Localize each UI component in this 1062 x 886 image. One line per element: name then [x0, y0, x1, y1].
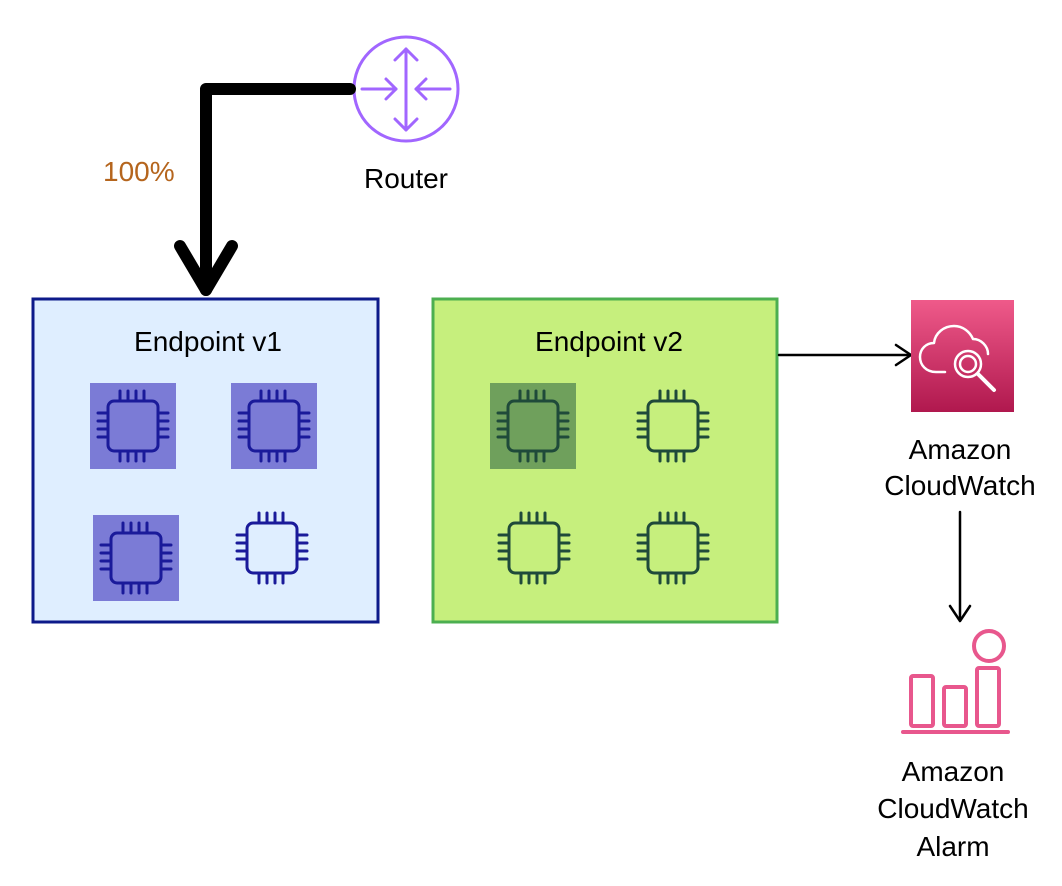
endpoint-v2-label: Endpoint v2: [535, 326, 683, 357]
instance-v1-1: [90, 383, 176, 469]
traffic-percentage-label: 100%: [103, 156, 175, 187]
alarm-icon: [901, 629, 1010, 734]
router-node: Router: [352, 35, 460, 194]
alarm-label-line1: Amazon: [902, 756, 1005, 787]
endpoint-v2: Endpoint v2: [431, 297, 779, 624]
cloudwatch-node: Amazon CloudWatch: [884, 300, 1036, 501]
alarm-label-line2: CloudWatch: [877, 793, 1028, 824]
instance-v2-1: [490, 383, 576, 469]
instance-v1-3: [93, 515, 179, 601]
cloudwatch-label-line2: CloudWatch: [884, 470, 1035, 501]
traffic-arrow: [174, 83, 356, 296]
router-icon: [352, 35, 460, 143]
alarm-arrow: [948, 510, 972, 623]
endpoint-v1: Endpoint v1: [31, 297, 380, 624]
cloudwatch-label-line1: Amazon: [909, 434, 1012, 465]
alarm-label-line3: Alarm: [916, 831, 989, 862]
router-label: Router: [364, 163, 448, 194]
cloudwatch-icon: [911, 300, 1014, 412]
endpoint-v1-label: Endpoint v1: [134, 326, 282, 357]
cloudwatch-alarm-node: Amazon CloudWatch Alarm: [877, 629, 1029, 862]
instance-v1-2: [231, 383, 317, 469]
metrics-arrow: [777, 343, 913, 367]
